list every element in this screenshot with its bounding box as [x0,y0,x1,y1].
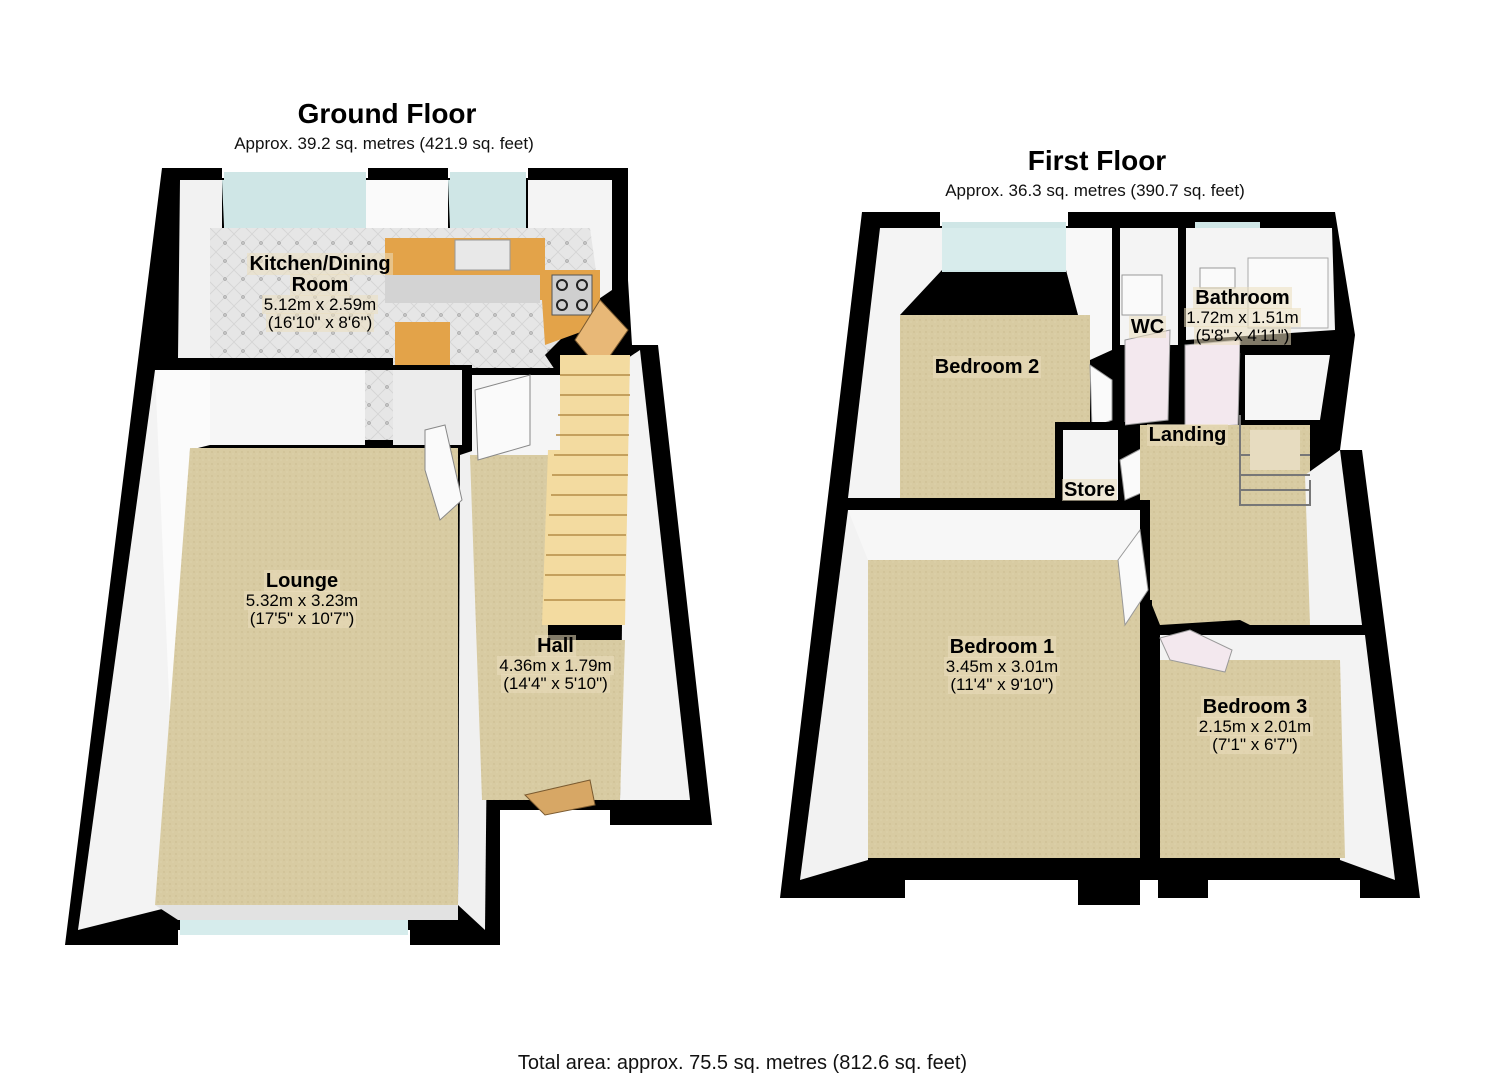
bedroom1-metric: 3.45m x 3.01m [943,657,1061,676]
bedroom1-door [1117,528,1149,627]
landing-label: Landing [1135,424,1240,446]
ground-floor-plan [65,168,712,945]
bathroom-door [1184,339,1241,429]
lounge-door [424,424,463,521]
bedroom1-name: Bedroom 1 [947,636,1057,658]
bedroom3-name: Bedroom 3 [1200,696,1310,718]
lounge-imperial: (17'5" x 10'7") [247,608,357,628]
kitchen-name-line2: Room [289,274,351,296]
store-label: Store [1052,479,1127,501]
lounge-floor [155,448,458,905]
bedroom2-name: Bedroom 2 [932,356,1042,378]
hall-metric: 4.36m x 1.79m [497,656,614,675]
bathroom-imperial: (5'8" x 4'11") [1193,325,1292,345]
hall-floor [470,455,625,800]
wc-label: WC [1120,316,1175,338]
ground-floor-title: Ground Floor [297,98,477,129]
bedroom3-floor [1160,660,1345,858]
bedroom2-label: Bedroom 2 [912,356,1062,378]
hall-name: Hall [535,635,576,657]
bedroom1-imperial: (11'4" x 9'10") [948,674,1056,694]
bedroom3-imperial: (7'1" x 6'7") [1210,734,1300,754]
bedroom1-label: Bedroom 1 3.45m x 3.01m (11'4" x 9'10") [917,636,1087,694]
kitchen-imperial: (16'10" x 8'6") [265,312,375,332]
lounge-name: Lounge [263,570,341,592]
hall-door [474,374,531,461]
staircase [542,355,630,625]
bathroom-metric: 1.72m x 1.51m [1184,308,1301,327]
landing-name: Landing [1146,424,1229,446]
bedroom1-floor [868,560,1140,858]
kitchen-metric: 5.12m x 2.59m [261,295,379,314]
kitchen-name-line1: Kitchen/Dining [247,253,393,275]
ground-floor-area: Approx. 39.2 sq. metres (421.9 sq. feet) [234,134,534,153]
store-name: Store [1061,479,1118,501]
first-floor-area: Approx. 36.3 sq. metres (390.7 sq. feet) [945,181,1245,200]
first-floor-plan [780,212,1420,905]
wc-name: WC [1128,316,1167,338]
front-door [524,779,596,816]
total-area: Total area: approx. 75.5 sq. metres (812… [517,1052,968,1074]
lounge-metric: 5.32m x 3.23m [243,591,361,610]
bedroom3-label: Bedroom 3 2.15m x 2.01m (7'1" x 6'7") [1175,696,1335,754]
bathroom-name: Bathroom [1193,287,1292,309]
bedroom3-metric: 2.15m x 2.01m [1196,717,1314,736]
bathroom-label: Bathroom 1.72m x 1.51m (5'8" x 4'11") [1170,287,1315,345]
wc-door [1124,329,1171,426]
first-floor-title: First Floor [1027,145,1167,176]
hall-imperial: (14'4" x 5'10") [501,673,610,693]
kitchen-label: Kitchen/Dining Room 5.12m x 2.59m (16'10… [220,253,420,332]
bedroom3-door [1159,629,1233,673]
hall-label: Hall 4.36m x 1.79m (14'4" x 5'10") [473,635,638,693]
bedroom2-door [1089,364,1113,429]
lounge-label: Lounge 5.32m x 3.23m (17'5" x 10'7") [212,570,392,628]
